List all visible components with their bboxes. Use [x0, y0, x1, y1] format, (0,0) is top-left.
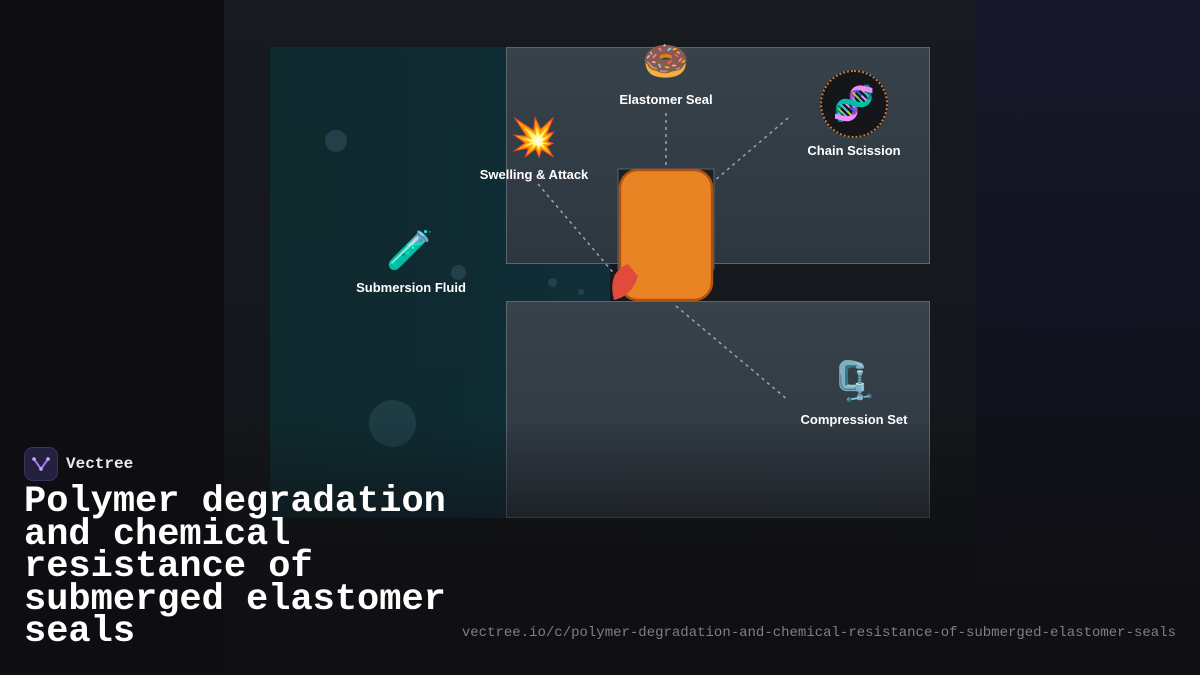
connector-swelling-attack: [537, 183, 623, 284]
attack-wedge: [612, 264, 638, 300]
connector-compression-set: [675, 305, 789, 401]
bottom-fade: [224, 420, 976, 675]
fluid-bubble: [451, 265, 466, 280]
page-url: vectree.io/c/polymer-degradation-and-che…: [461, 625, 1176, 641]
brand: Vectree: [24, 447, 133, 481]
test-tube-icon: 🧪: [386, 228, 434, 272]
collision-icon: 💥: [510, 115, 558, 159]
fluid-bubble: [548, 278, 557, 287]
vectree-logo-icon: [24, 447, 58, 481]
label-swelling-attack: Swelling & Attack: [479, 167, 589, 182]
page-title: Polymer degradation and chemical resista…: [24, 481, 446, 653]
label-chain-scission: Chain Scission: [807, 143, 901, 158]
connector-chain-scission: [685, 117, 789, 206]
donut-icon: 🍩: [642, 39, 690, 83]
dna-icon: 🧬: [832, 84, 876, 124]
right-backdrop: [976, 0, 1200, 675]
clamp-icon: 🗜️: [830, 359, 878, 403]
brand-name: Vectree: [66, 455, 134, 473]
fluid-bubble: [578, 289, 584, 295]
elastomer-seal-ring: [618, 168, 714, 302]
label-submersion-fluid: Submersion Fluid: [356, 280, 466, 295]
fluid-bubble: [325, 130, 347, 152]
label-elastomer-seal: Elastomer Seal: [619, 92, 713, 107]
left-backdrop: [0, 0, 224, 675]
chain-scission-badge: 🧬: [820, 70, 888, 138]
